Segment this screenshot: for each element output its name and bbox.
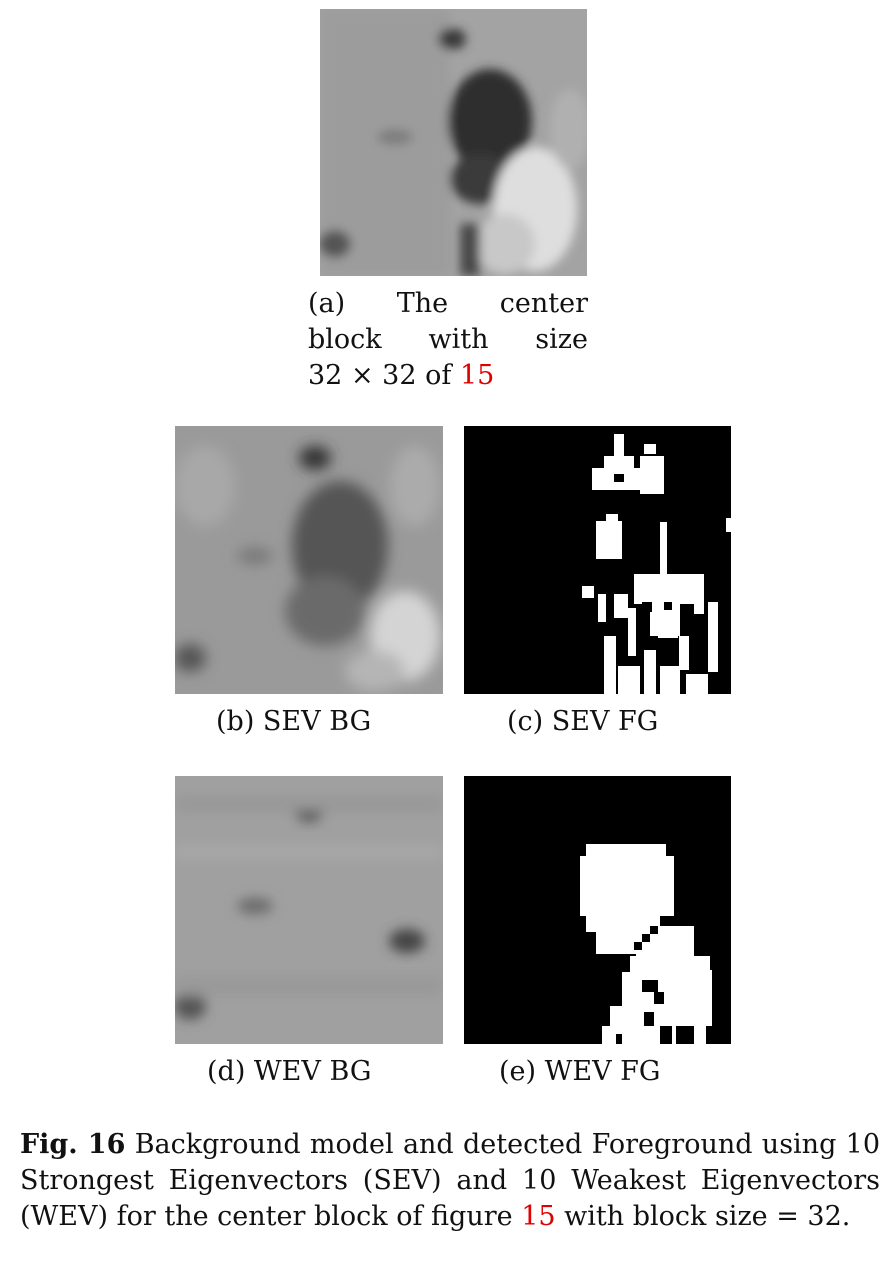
caption-a-word: center <box>499 288 588 319</box>
caption-a-size: 32 × 32 of <box>308 360 452 391</box>
figure-caption: Fig. 16 Background model and detected Fo… <box>20 1127 880 1235</box>
caption-a-label: (a) <box>308 288 346 319</box>
image-sev-bg <box>175 426 443 694</box>
caption-c: (c) SEV FG <box>507 706 659 737</box>
image-sev-fg <box>464 426 731 694</box>
figure-ref-link[interactable]: 15 <box>521 1201 556 1232</box>
caption-a-word: The <box>396 288 449 319</box>
figure-caption-text: Background model and detected Foreground… <box>20 1129 880 1232</box>
figure-ref-link[interactable]: 15 <box>459 360 495 391</box>
image-center-block <box>320 9 587 276</box>
figure-label: Fig. 16 <box>20 1129 126 1160</box>
caption-a-word: with <box>428 324 489 355</box>
figure-caption-text-end: with block size = 32. <box>564 1201 851 1232</box>
caption-d: (d) WEV BG <box>207 1056 372 1087</box>
caption-a-word: block <box>308 324 382 355</box>
caption-e: (e) WEV FG <box>499 1056 661 1087</box>
caption-a-word: size <box>535 324 588 355</box>
caption-a: (a) The center block with size 32 × 32 o… <box>308 286 588 394</box>
image-wev-fg <box>464 776 731 1044</box>
caption-b: (b) SEV BG <box>216 706 372 737</box>
image-wev-bg <box>175 776 443 1044</box>
